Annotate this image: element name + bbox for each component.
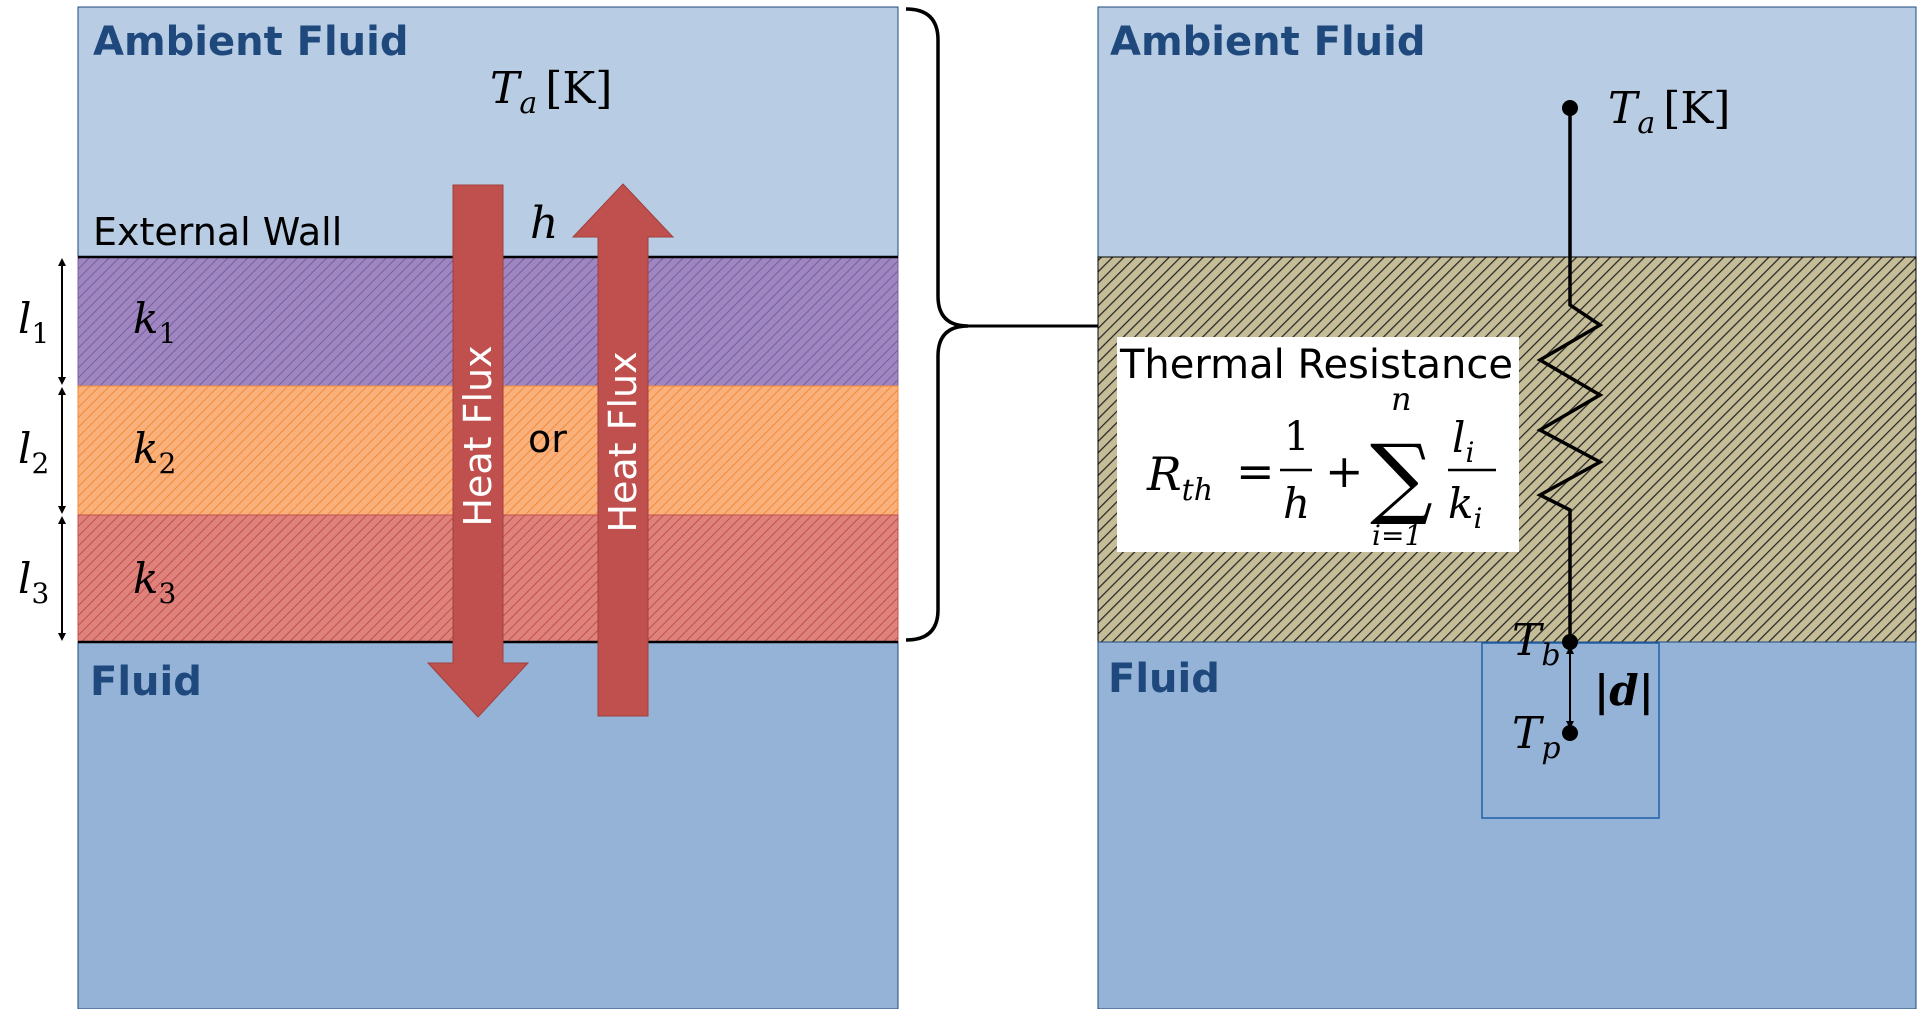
svg-text:Rth: Rth (1146, 447, 1213, 508)
l3-label: l3 (18, 554, 49, 610)
svg-text:n: n (1391, 380, 1412, 418)
resistor-wire (1536, 108, 1604, 642)
k2-label: k2 (133, 424, 176, 480)
right-ambient-temp: Ta[K] (1608, 83, 1730, 141)
or-label: or (528, 417, 567, 461)
left-panel: Ambient Fluid Ta[K] External Wall h Flui… (18, 6, 969, 1009)
distance-label: |d| (1594, 666, 1654, 715)
svg-text:=: = (1236, 444, 1275, 498)
svg-text:h: h (1283, 479, 1310, 528)
left-ambient-label: Ambient Fluid (93, 19, 409, 65)
right-ambient-label: Ambient Fluid (1110, 19, 1426, 65)
right-fluid-label: Fluid (1108, 656, 1220, 702)
thermal-resistance-label: Thermal Resistance (1119, 342, 1513, 388)
tb-label: Tb (1512, 615, 1561, 673)
external-wall-label: External Wall (93, 210, 342, 254)
right-fluid-region (1097, 641, 1917, 1009)
right-panel: Ambient Fluid Fluid Ta[K] Thermal Resist… (1097, 6, 1917, 1009)
left-ambient-temp: Ta[K] (490, 63, 612, 121)
heat-flux-up-label: Heat Flux (601, 351, 645, 532)
svg-text:i=1: i=1 (1372, 519, 1422, 552)
h-symbol: h (530, 198, 558, 249)
wall-brace (905, 7, 969, 642)
k3-label: k3 (133, 554, 176, 610)
thermal-resistance-formula: Rth = 1 h + n ∑ i=1 li ki (1146, 380, 1496, 552)
tp-label: Tp (1512, 708, 1561, 766)
svg-text:∑: ∑ (1370, 425, 1433, 528)
right-ambient-region (1097, 6, 1917, 258)
svg-text:1: 1 (1284, 414, 1309, 460)
heat-flux-up-arrow (571, 183, 675, 717)
k1-label: k1 (133, 294, 176, 350)
heat-flux-down-arrow (426, 184, 530, 718)
l1-label: l1 (18, 294, 49, 350)
svg-text:+: + (1325, 444, 1364, 498)
tp-node (1562, 725, 1578, 741)
left-fluid-label: Fluid (90, 659, 202, 705)
svg-text:li: li (1452, 413, 1474, 469)
l2-label: l2 (18, 424, 49, 480)
tb-node (1562, 634, 1578, 650)
svg-text:ki: ki (1448, 479, 1482, 535)
heat-flux-down-label: Heat Flux (456, 345, 500, 526)
thermal-resistance-box (1117, 337, 1519, 552)
